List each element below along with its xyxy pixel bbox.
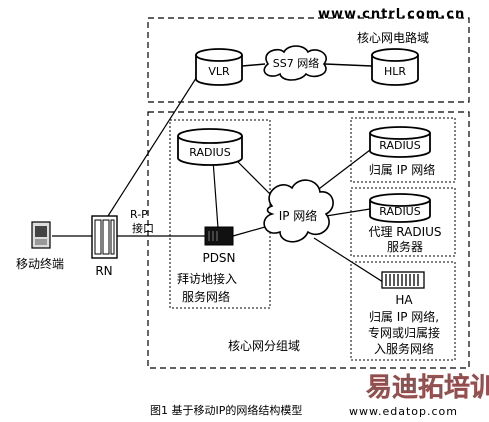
pdsn-router-icon <box>204 226 234 246</box>
visited-radius-label: RADIUS <box>189 146 230 159</box>
link-vlr-ss7 <box>241 63 266 67</box>
proxy-radius-database-icon <box>369 193 431 223</box>
vlr-label: VLR <box>208 65 230 78</box>
ss7-network-cloud-icon <box>263 45 327 81</box>
link-ip-proxyradius <box>325 208 371 217</box>
proxy-radius-box <box>350 187 456 257</box>
ss7-label: SS7 网络 <box>273 56 319 70</box>
visited-radius-database-icon <box>177 128 243 166</box>
link-rn-vlr <box>107 71 201 217</box>
ha-label: HA <box>395 293 413 307</box>
home-ip-network-box <box>350 117 456 183</box>
home-ip-network-label: 归属 IP 网络 <box>369 162 435 177</box>
pdsn-label: PDSN <box>202 251 235 265</box>
ip-network-cloud-icon <box>263 179 334 243</box>
proxy-radius-label: RADIUS <box>379 205 420 218</box>
ha-desc-2: 专网或归属接 <box>368 325 440 340</box>
proxy-radius-desc-2: 服务器 <box>387 239 423 254</box>
core-circuit-domain-label: 核心网电路域 <box>357 30 429 45</box>
hlr-database-icon <box>371 48 419 86</box>
link-radius-pdsn <box>212 159 219 229</box>
ha-network-box <box>350 261 456 361</box>
link-radius-ip <box>233 157 277 201</box>
rp-interface-label-1: R-P <box>130 208 148 221</box>
rn-label: RN <box>95 264 112 278</box>
proxy-radius-desc-1: 代理 RADIUS <box>368 225 441 239</box>
watermark-brand: 易迪拓培训 <box>366 373 489 403</box>
core-packet-domain-label: 核心网分组域 <box>228 339 300 353</box>
ha-router-icon <box>381 271 425 289</box>
rn-cabinet-icon <box>91 215 118 259</box>
figure-caption: 图1 基于移动IP的网络结构模型 <box>150 403 302 417</box>
mobile-terminal-label: 移动终端 <box>16 256 64 271</box>
visited-access-label-1: 拜访地接入 <box>177 271 237 286</box>
home-radius-label: RADIUS <box>379 139 420 152</box>
rp-interface-label-2: 接口 <box>132 222 154 235</box>
ha-desc-3: 入服务网络 <box>374 341 434 356</box>
vlr-database-icon <box>195 48 243 86</box>
watermark-url: www.edatop.com <box>349 405 458 418</box>
watermark-top: www.cntrl.com.cn <box>318 7 465 22</box>
link-ip-ha <box>313 237 384 283</box>
ha-desc-1: 归属 IP 网络, <box>369 309 439 324</box>
core-circuit-domain-box <box>147 17 470 103</box>
mobile-terminal-icon <box>31 221 51 249</box>
core-packet-domain-box <box>147 111 470 369</box>
visited-access-label-2: 服务网络 <box>182 289 230 304</box>
ip-network-label: IP 网络 <box>279 208 318 223</box>
home-radius-database-icon <box>369 126 431 158</box>
link-ss7-hlr <box>324 63 373 67</box>
hlr-label: HLR <box>384 65 406 78</box>
